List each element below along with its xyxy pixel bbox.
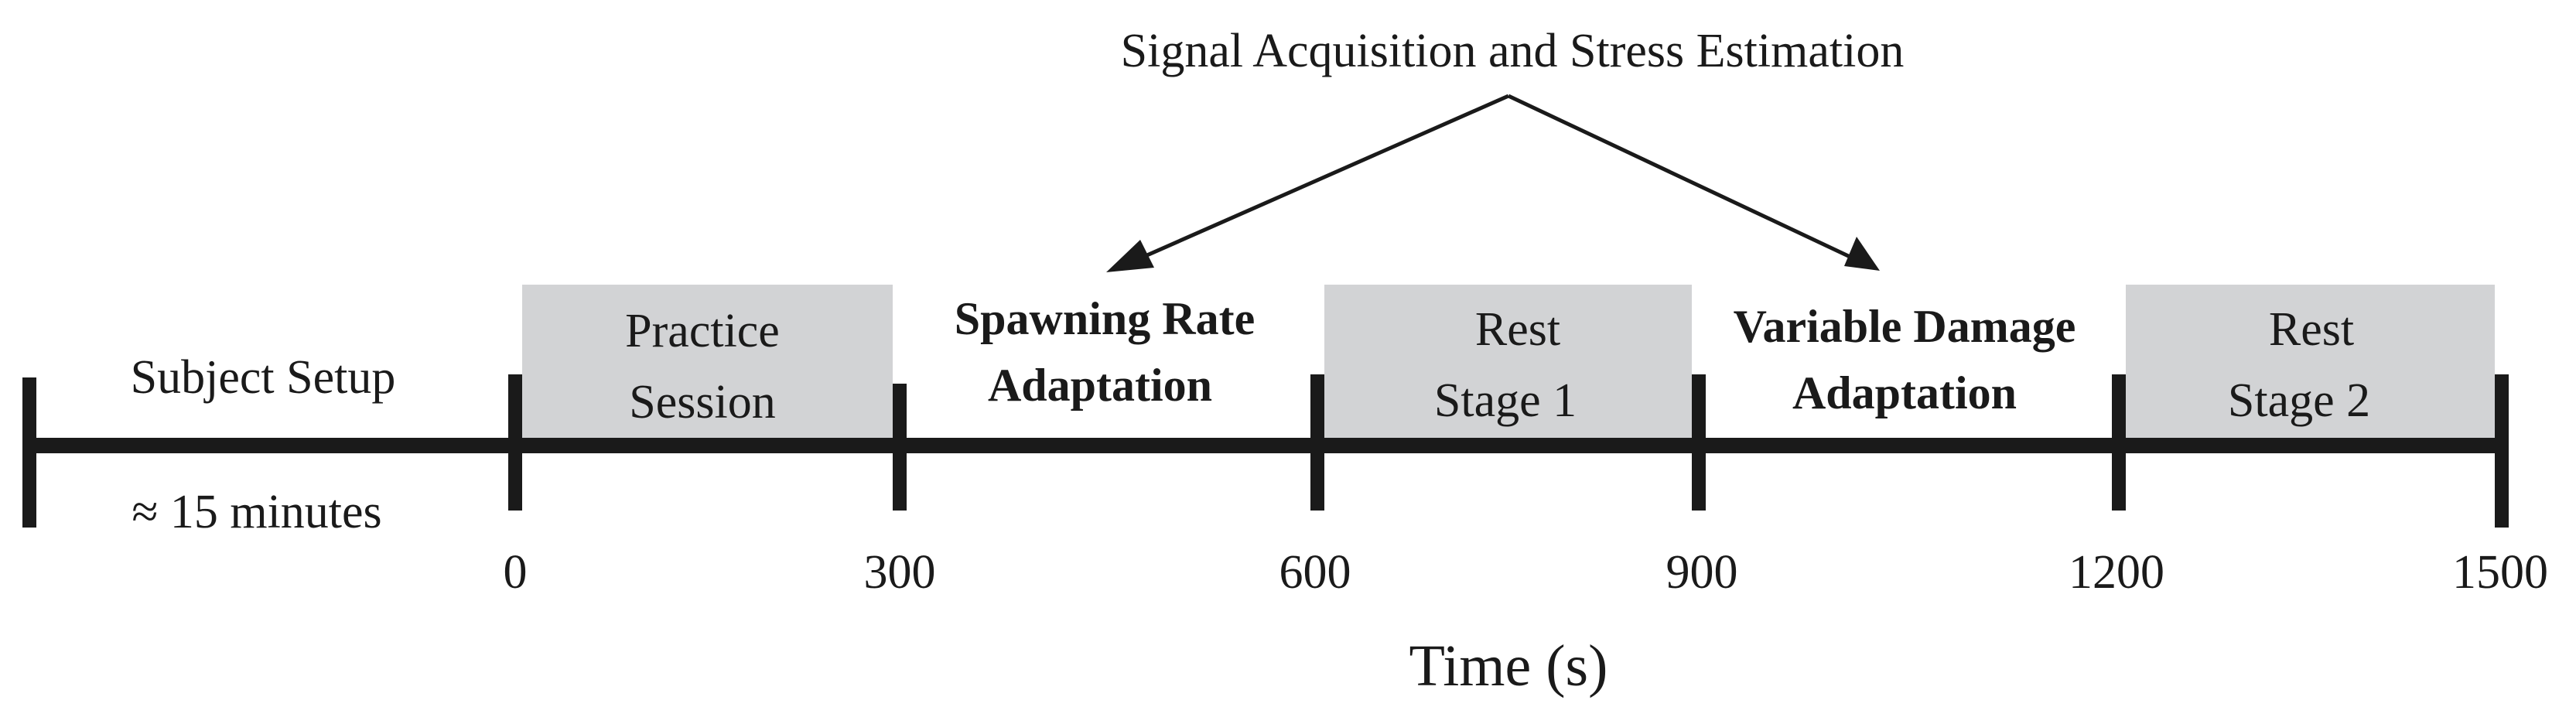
stage-spawning-line2: Adaptation (988, 360, 1212, 411)
stage-rest1-line1: Rest (1475, 303, 1560, 356)
subject-setup-label: Subject Setup (131, 351, 396, 404)
tick-label-900: 900 (1666, 546, 1738, 599)
stage-rest1-line2: Stage 1 (1434, 374, 1577, 427)
stage-box-rest-2 (2126, 285, 2495, 439)
arrowhead-left-icon (1106, 240, 1154, 272)
stage-box-practice (522, 285, 893, 439)
tick-label-1500: 1500 (2452, 546, 2548, 599)
stage-practice-line1: Practice (625, 305, 780, 357)
stage-damage-line2: Adaptation (1792, 367, 2017, 418)
diagram-title: Signal Acquisition and Stress Estimation (1121, 25, 1905, 77)
arrow-line-left (1128, 94, 1510, 265)
axis-label: Time (s) (1409, 634, 1608, 698)
arrowhead-right-icon (1844, 237, 1880, 271)
stage-rest2-line1: Rest (2269, 303, 2354, 356)
tick-label-1200: 1200 (2069, 546, 2164, 599)
tick-label-600: 600 (1279, 546, 1351, 599)
stage-box-rest-1 (1324, 285, 1692, 439)
stage-damage-line1: Variable Damage (1734, 301, 2076, 352)
subject-setup-duration: ≈ 15 minutes (132, 486, 381, 538)
stage-rest2-line2: Stage 2 (2228, 374, 2370, 427)
tick-label-300: 300 (864, 546, 936, 599)
stage-spawning-line1: Spawning Rate (955, 293, 1255, 344)
arrow-line-right (1507, 94, 1858, 262)
stage-practice-line2: Session (629, 376, 775, 429)
tick-label-0: 0 (504, 546, 528, 599)
